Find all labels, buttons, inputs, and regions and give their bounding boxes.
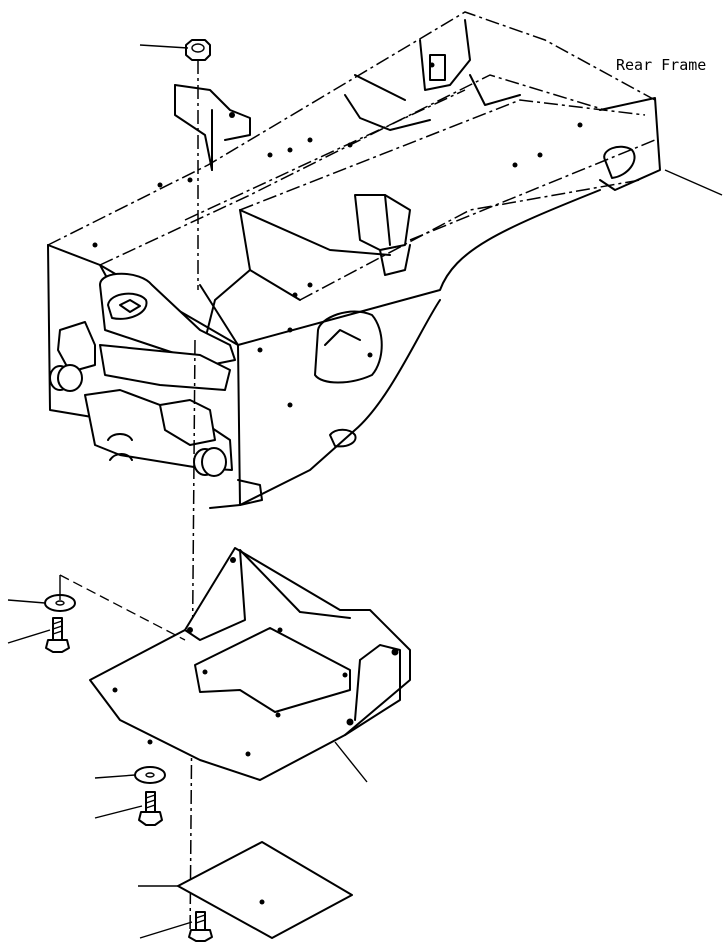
rear-frame-label: Rear Frame bbox=[616, 56, 706, 74]
bolt-upper bbox=[45, 617, 70, 653]
small-cover-plate bbox=[177, 841, 353, 939]
flange-nut bbox=[185, 39, 211, 61]
assembly-centerline bbox=[189, 60, 199, 941]
washer-alignment-line bbox=[59, 574, 186, 641]
bolt-lower bbox=[188, 911, 213, 942]
rear-frame bbox=[47, 11, 661, 509]
washer-middle bbox=[134, 766, 166, 784]
bolt-middle bbox=[138, 791, 163, 826]
under-cover bbox=[89, 547, 411, 781]
leader-lines bbox=[7, 44, 723, 939]
